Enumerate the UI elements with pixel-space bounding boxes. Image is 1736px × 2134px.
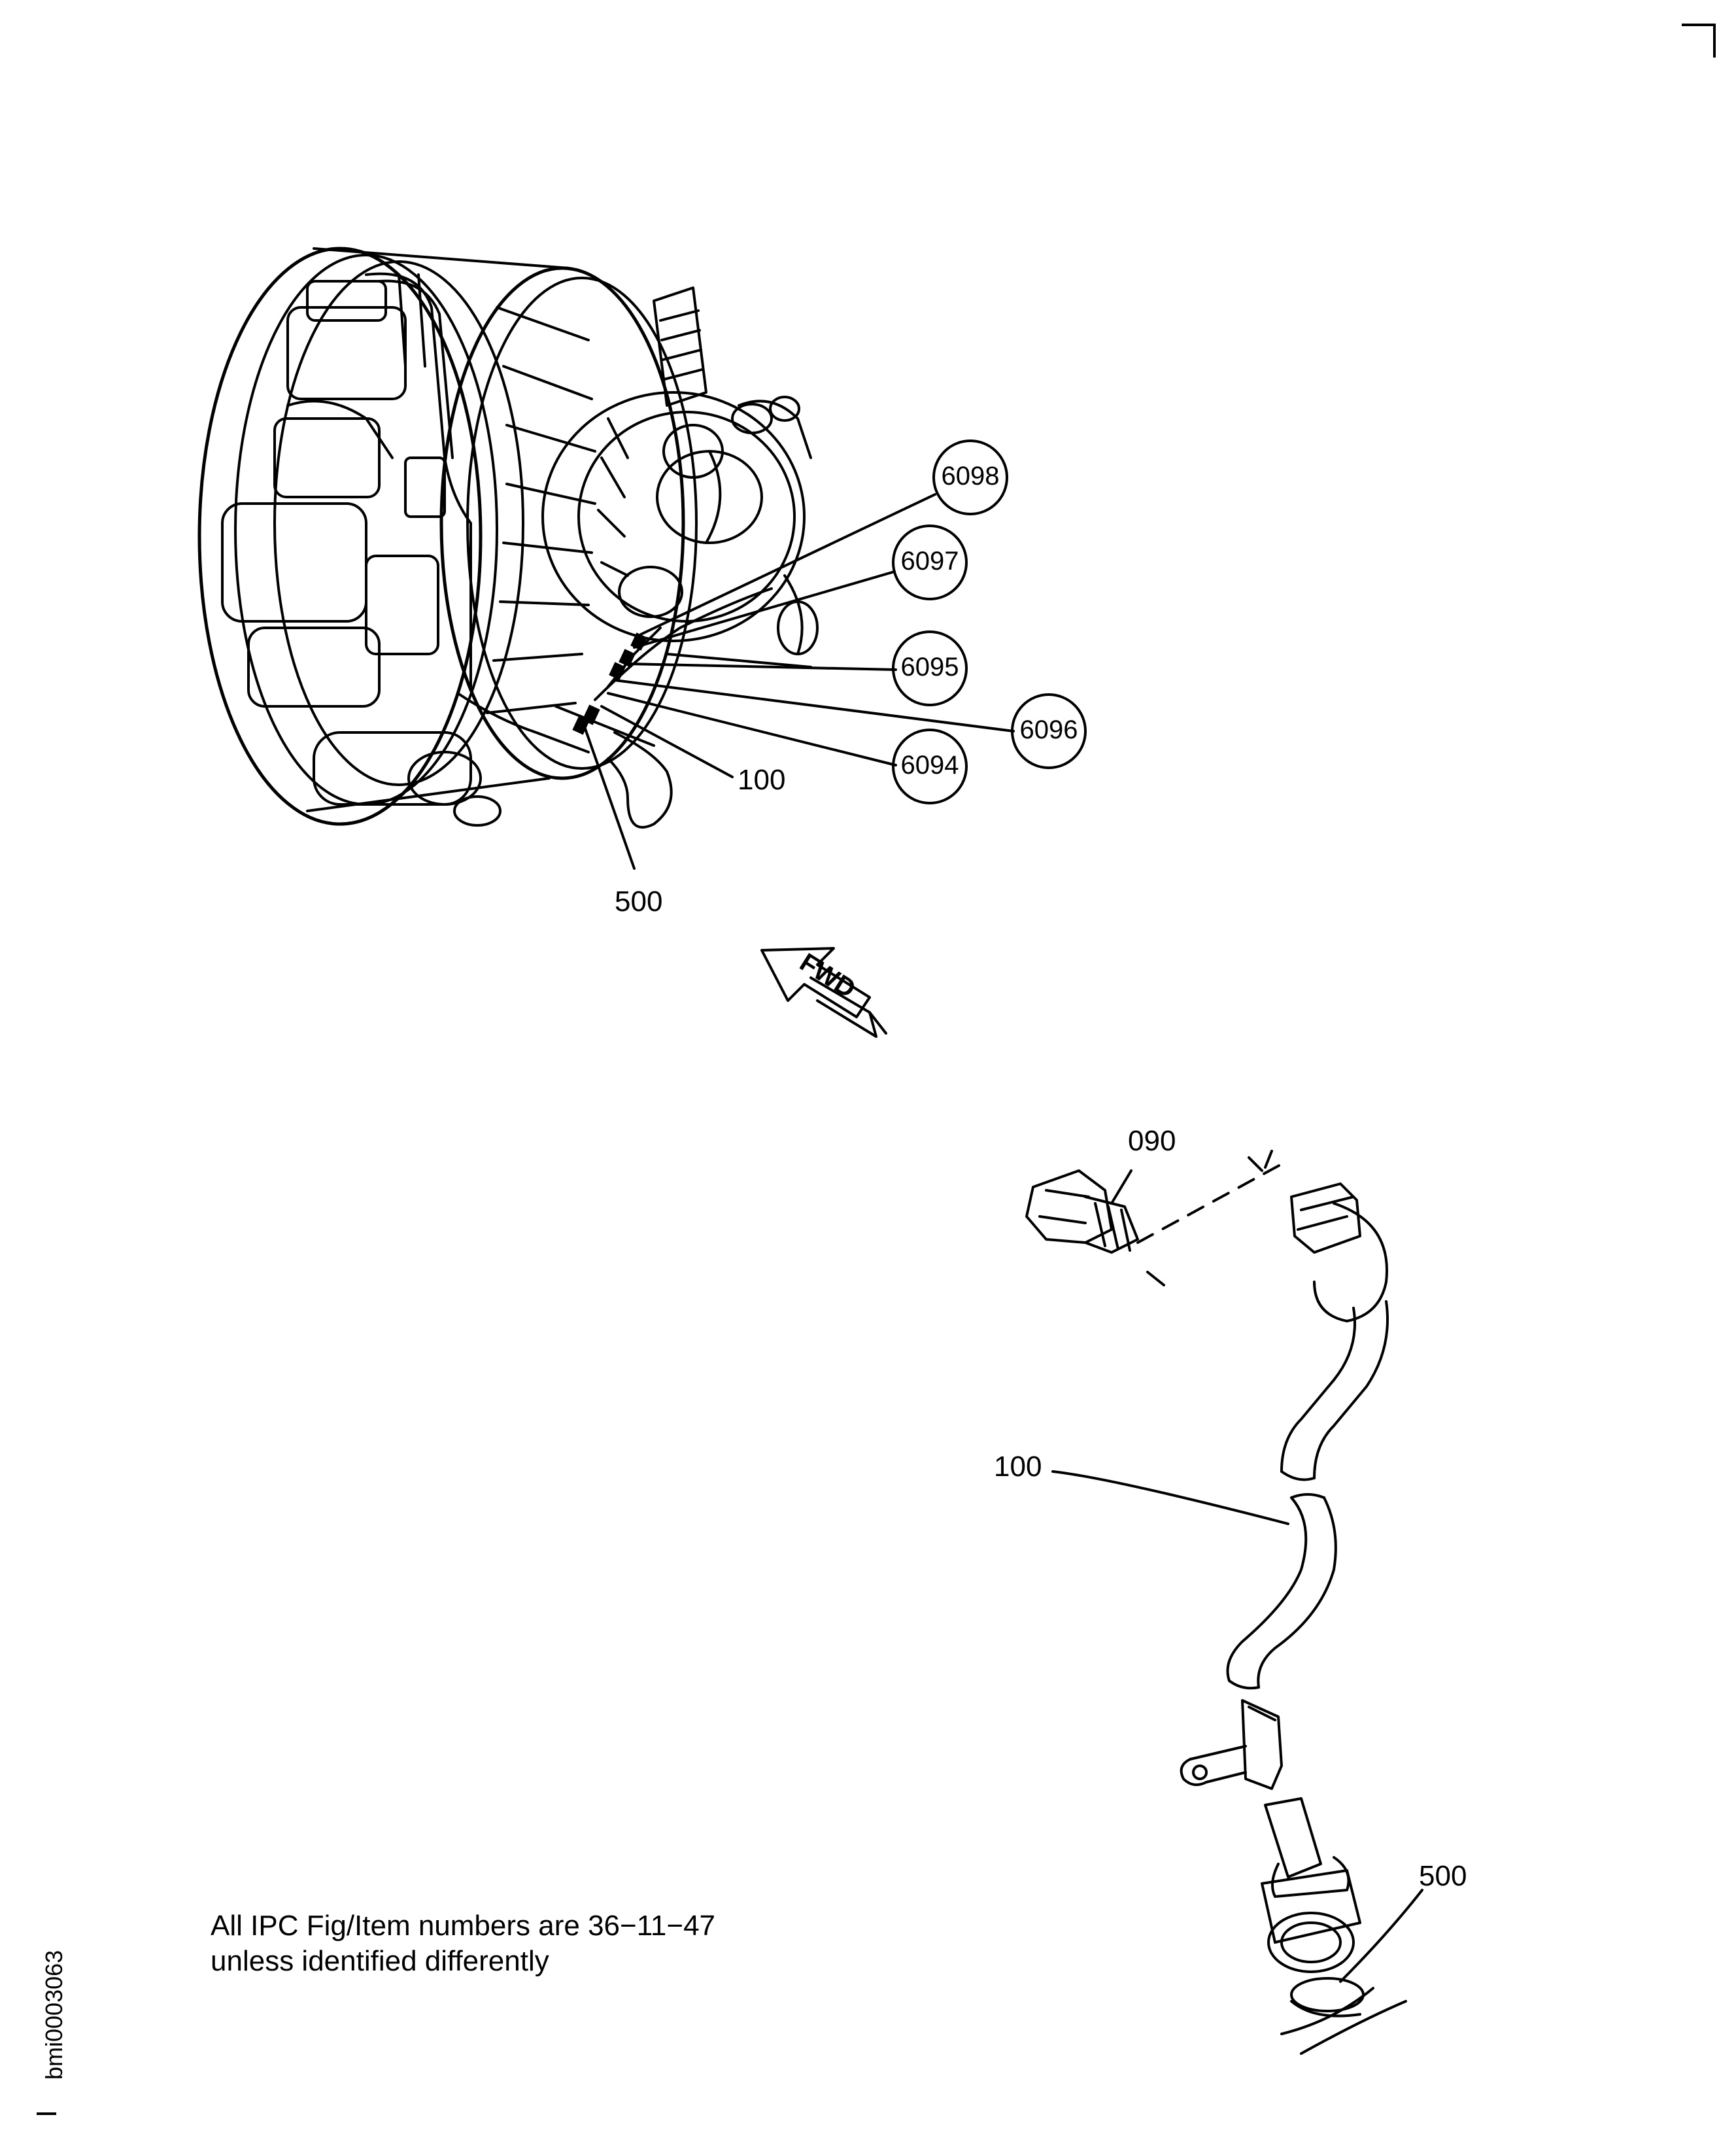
callout-090: 090: [1128, 1125, 1176, 1157]
ipc-note-line-2: unless identified differently: [211, 1945, 549, 1977]
callout-6098: 6098: [941, 462, 1000, 490]
fwd-arrow-icon: [760, 947, 887, 1038]
callout-500-top: 500: [615, 886, 663, 918]
frame-mark: [37, 2112, 56, 2115]
callout-6094: 6094: [900, 751, 959, 780]
callout-100-bottom: 100: [994, 1451, 1042, 1483]
ipc-note-line-1: All IPC Fig/Item numbers are 36−11−47: [211, 1910, 716, 1942]
callout-6096: 6096: [1019, 715, 1078, 744]
callout-6097: 6097: [900, 547, 959, 576]
sheet-corner-mark: [1682, 24, 1716, 58]
callout-6095: 6095: [900, 653, 959, 681]
callout-100-top: 100: [738, 764, 786, 796]
engine-view: [197, 247, 1087, 870]
exploded-detail: [1025, 1150, 1423, 2055]
callout-500-bottom: 500: [1419, 1860, 1467, 1892]
ipc-note: All IPC Fig/Item numbers are 36−11−47 un…: [211, 1908, 715, 1979]
drawing-id: bmi0003063: [41, 1950, 67, 2080]
